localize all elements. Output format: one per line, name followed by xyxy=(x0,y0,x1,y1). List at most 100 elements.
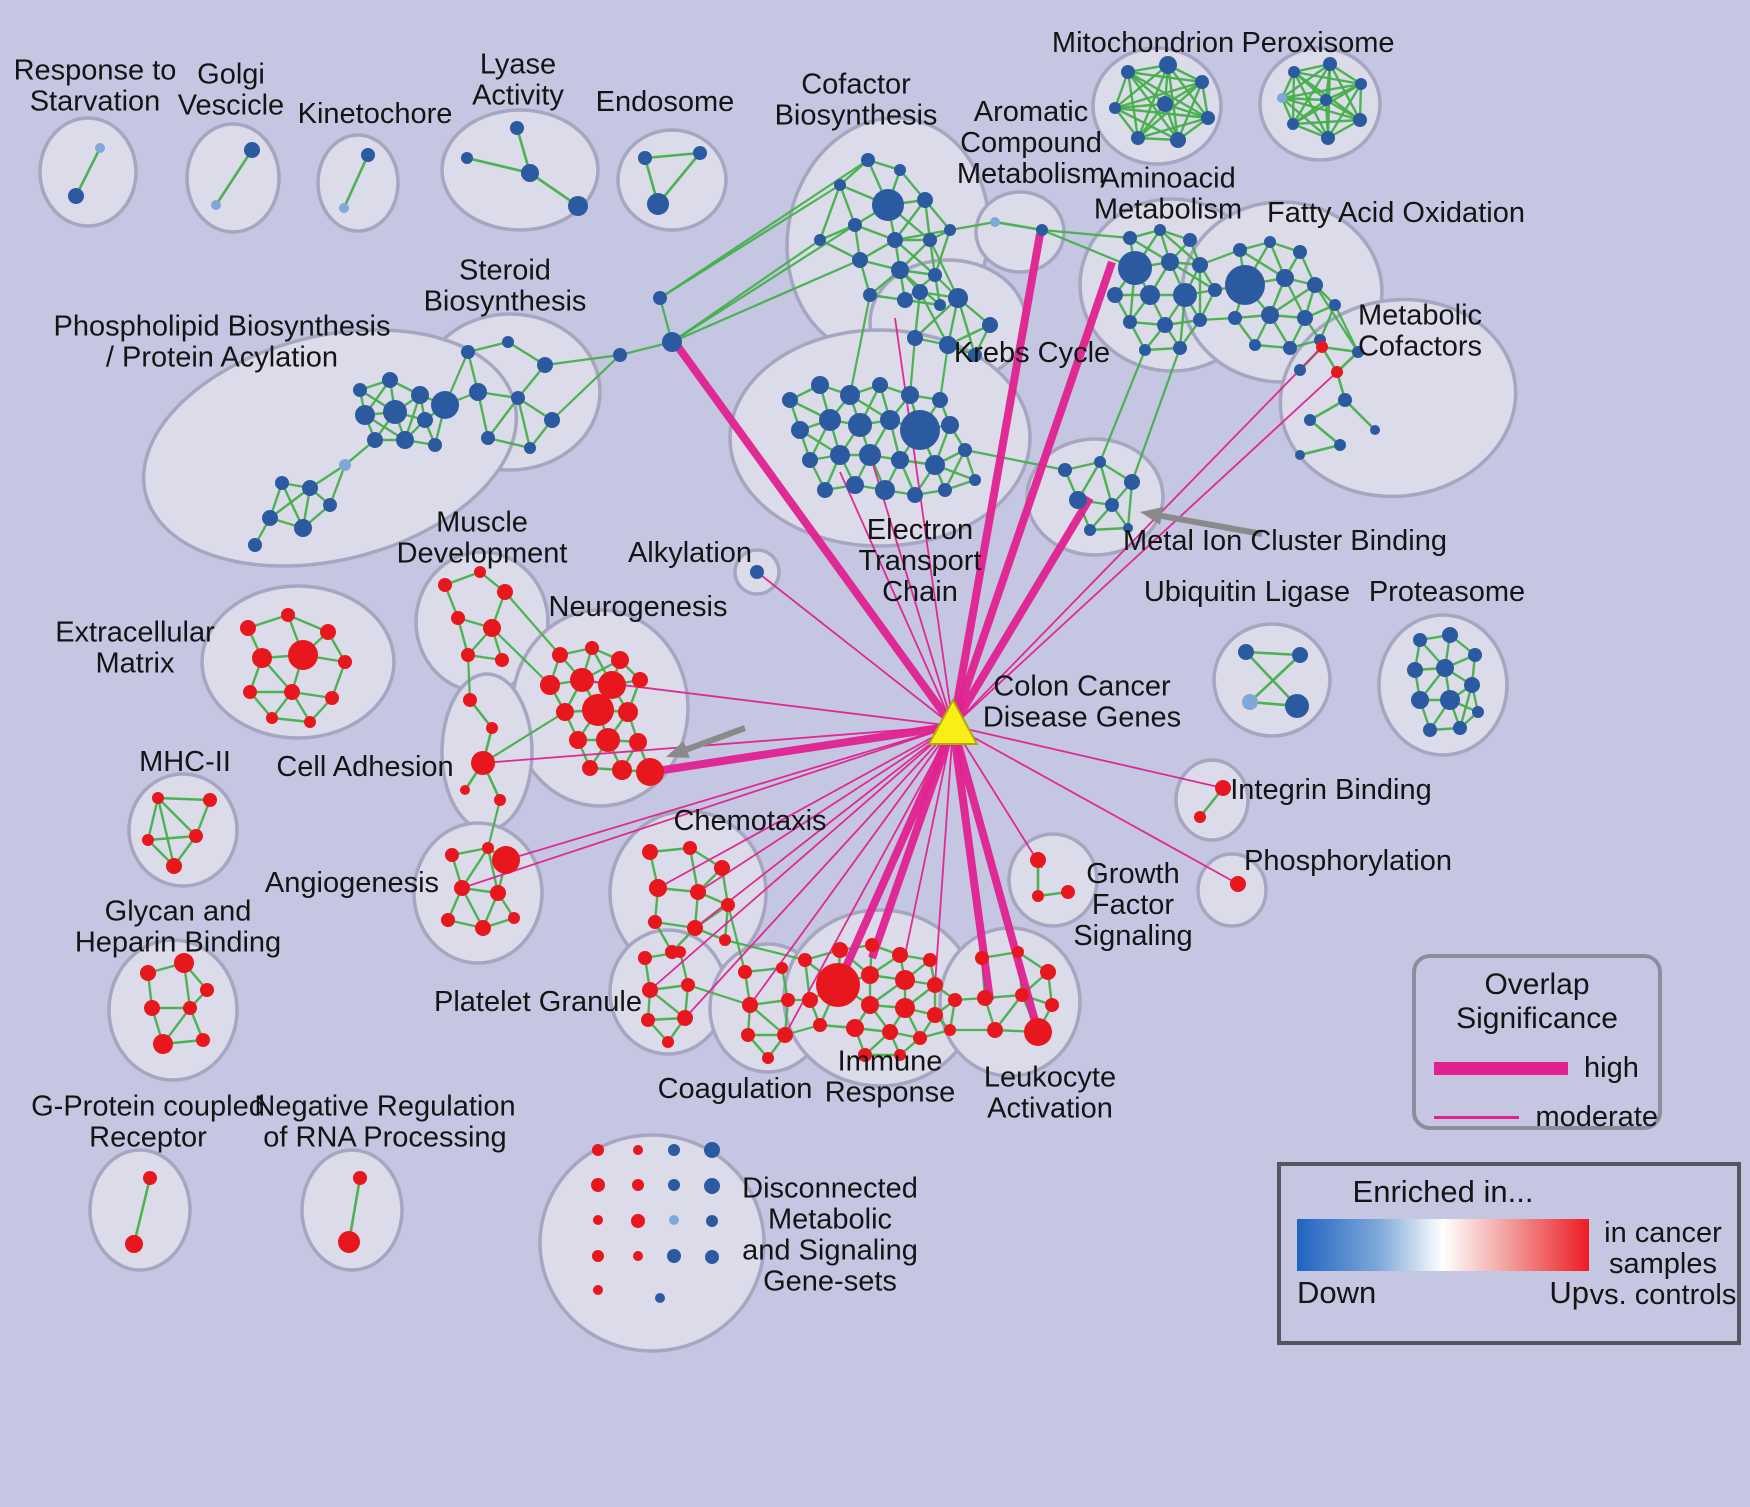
gene-set-node xyxy=(750,565,764,579)
moderate-significance-label: moderate xyxy=(1535,1101,1658,1133)
gene-set-node xyxy=(861,966,879,984)
gene-set-edge xyxy=(726,904,747,973)
gene-set-node xyxy=(1061,885,1075,899)
gene-set-node xyxy=(383,400,407,424)
growth-factor-signaling-cluster xyxy=(1007,832,1099,928)
gene-set-node xyxy=(852,252,868,268)
gene-set-edge xyxy=(1114,106,1209,120)
gene-set-node xyxy=(508,912,520,924)
enrichment-gradient-bar xyxy=(1297,1218,1589,1271)
gene-set-edge xyxy=(504,591,561,656)
gene-set-node xyxy=(939,336,957,354)
gene-set-node xyxy=(662,1036,674,1048)
gene-set-node xyxy=(568,196,588,216)
gene-set-node xyxy=(928,268,942,282)
gene-set-node xyxy=(1030,852,1046,868)
gene-set-node xyxy=(445,848,459,862)
enrichment-legend: Enriched in... Down Up in cancer samples… xyxy=(1277,1162,1741,1345)
gene-set-edge xyxy=(1293,71,1327,101)
overlap-edge-moderate xyxy=(505,725,954,861)
gene-set-node xyxy=(68,188,84,204)
gene-set-node xyxy=(1295,450,1305,460)
overlap-moderate-row: moderate xyxy=(1434,1101,1658,1134)
gene-set-edge xyxy=(1321,345,1359,354)
gene-set-node xyxy=(582,694,614,726)
up-label: Up xyxy=(1549,1274,1589,1310)
gene-set-node xyxy=(641,1013,655,1027)
gene-set-node xyxy=(880,410,900,430)
gene-set-node xyxy=(461,648,475,662)
gene-set-edge xyxy=(918,291,950,346)
gene-set-node xyxy=(861,153,875,167)
gene-set-node xyxy=(474,566,486,578)
moderate-significance-line-sample xyxy=(1434,1116,1520,1119)
gene-set-node xyxy=(861,996,879,1014)
overlap-edge-moderate xyxy=(461,725,954,889)
gene-set-node xyxy=(649,879,667,897)
gene-set-edge xyxy=(132,1177,152,1245)
gene-set-node xyxy=(1329,299,1341,311)
high-significance-line-sample xyxy=(1434,1062,1568,1075)
overlap-edge-high xyxy=(949,724,1042,1034)
gene-set-node xyxy=(294,519,312,537)
gene-set-node xyxy=(1173,341,1187,355)
overlap-edge-moderate xyxy=(697,725,954,893)
gene-set-node xyxy=(1407,662,1423,678)
gene-set-edge xyxy=(933,229,952,276)
gene-set-node xyxy=(987,1022,1003,1038)
gene-set-edge xyxy=(929,239,959,299)
gene-set-node xyxy=(1195,75,1209,89)
gene-set-node xyxy=(591,1178,605,1192)
gene-set-edge xyxy=(516,397,532,449)
gene-set-edge xyxy=(1249,654,1301,703)
gene-set-node xyxy=(481,431,495,445)
gene-set-node xyxy=(1123,315,1137,329)
gene-set-node xyxy=(463,693,477,707)
gene-set-node xyxy=(1276,269,1294,287)
gene-set-node xyxy=(927,1007,943,1023)
gene-set-node xyxy=(858,1048,872,1062)
overlap-edge-high xyxy=(868,724,957,960)
gene-set-node xyxy=(1442,627,1458,643)
overlap-edge-moderate xyxy=(952,725,1239,885)
overlap-edge-moderate xyxy=(904,725,954,956)
gene-set-node xyxy=(252,648,272,668)
gene-set-node xyxy=(598,671,626,699)
gene-set-node xyxy=(667,1249,681,1263)
gene-set-node xyxy=(483,619,501,637)
gene-set-node xyxy=(846,1019,864,1037)
gene-set-node xyxy=(891,451,909,469)
gene-set-node xyxy=(1193,313,1207,327)
gene-set-node xyxy=(1154,224,1166,236)
gene-set-node xyxy=(683,841,697,855)
gene-set-node xyxy=(848,413,872,437)
gene-set-node xyxy=(1264,236,1276,248)
gene-set-edge xyxy=(1344,399,1376,431)
gene-set-node xyxy=(367,432,383,448)
gene-set-edge xyxy=(838,184,857,226)
angiogenesis-label: Angiogenesis xyxy=(265,867,439,899)
gene-set-node xyxy=(1215,780,1231,796)
gene-set-node xyxy=(690,884,706,900)
overlap-edge-high xyxy=(649,722,954,776)
gene-set-node xyxy=(475,920,491,936)
gene-set-node xyxy=(1355,78,1367,90)
gene-set-edge xyxy=(724,938,806,962)
gene-set-edge xyxy=(466,654,472,701)
gene-set-node xyxy=(490,885,506,901)
gene-set-node xyxy=(655,1293,665,1303)
gene-set-edge xyxy=(1041,228,1131,240)
gene-set-edge xyxy=(659,159,869,299)
gene-set-node xyxy=(990,217,1000,227)
gene-set-node xyxy=(275,476,289,490)
gene-set-edge xyxy=(1281,97,1329,139)
gene-set-edge xyxy=(491,627,551,686)
gene-set-node xyxy=(1105,498,1119,512)
gene-set-edge xyxy=(466,156,531,175)
gene-set-node xyxy=(338,655,352,669)
gene-set-node xyxy=(636,758,664,786)
gene-set-node xyxy=(631,1214,645,1228)
